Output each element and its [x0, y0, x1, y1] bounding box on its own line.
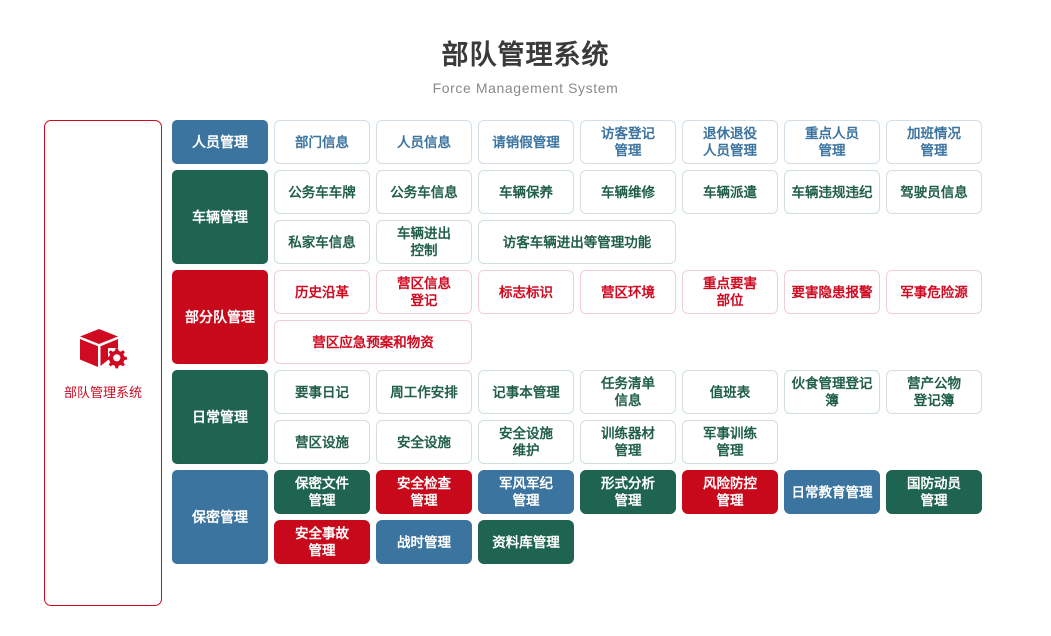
- module-button[interactable]: 安全检查 管理: [376, 470, 472, 514]
- module-button[interactable]: 任务清单 信息: [580, 370, 676, 414]
- module-button[interactable]: 营区信息 登记: [376, 270, 472, 314]
- module-button[interactable]: 营区设施: [274, 420, 370, 464]
- items-line: 营区应急预案和物资: [274, 320, 1051, 364]
- module-button[interactable]: 请销假管理: [478, 120, 574, 164]
- category-button[interactable]: 保密管理: [172, 470, 268, 564]
- items-line: 保密文件 管理安全检查 管理军风军纪 管理形式分析 管理风险防控 管理日常教育管…: [274, 470, 1051, 514]
- category-items: 公务车车牌公务车信息车辆保养车辆维修车辆派遣车辆违规违纪驾驶员信息私家车信息车辆…: [274, 170, 1051, 264]
- module-button[interactable]: 风险防控 管理: [682, 470, 778, 514]
- items-line: 历史沿革营区信息 登记标志标识营区环境重点要害 部位要害隐患报警军事危险源: [274, 270, 1051, 314]
- module-button[interactable]: 访客车辆进出等管理功能: [478, 220, 676, 264]
- module-button[interactable]: 资料库管理: [478, 520, 574, 564]
- category-button[interactable]: 日常管理: [172, 370, 268, 464]
- module-button[interactable]: 车辆进出 控制: [376, 220, 472, 264]
- module-button[interactable]: 退休退役 人员管理: [682, 120, 778, 164]
- page-header: 部队管理系统 Force Management System: [0, 0, 1051, 98]
- module-button[interactable]: 营区环境: [580, 270, 676, 314]
- items-line: 私家车信息车辆进出 控制访客车辆进出等管理功能: [274, 220, 1051, 264]
- category-items: 要事日记周工作安排记事本管理任务清单 信息值班表伙食管理登记簿营产公物 登记簿营…: [274, 370, 1051, 464]
- module-button[interactable]: 形式分析 管理: [580, 470, 676, 514]
- cube-gear-icon: [77, 326, 129, 374]
- module-button[interactable]: 车辆保养: [478, 170, 574, 214]
- module-button[interactable]: 车辆派遣: [682, 170, 778, 214]
- body-area: 部队管理系统 人员管理部门信息人员信息请销假管理访客登记 管理退休退役 人员管理…: [0, 98, 1051, 606]
- category-row: 人员管理部门信息人员信息请销假管理访客登记 管理退休退役 人员管理重点人员 管理…: [172, 120, 1051, 164]
- module-button[interactable]: 驾驶员信息: [886, 170, 982, 214]
- category-row: 车辆管理公务车车牌公务车信息车辆保养车辆维修车辆派遣车辆违规违纪驾驶员信息私家车…: [172, 170, 1051, 264]
- category-button[interactable]: 部分队管理: [172, 270, 268, 364]
- items-line: 安全事故 管理战时管理资料库管理: [274, 520, 1051, 564]
- module-button[interactable]: 公务车信息: [376, 170, 472, 214]
- module-button[interactable]: 军事危险源: [886, 270, 982, 314]
- module-button[interactable]: 值班表: [682, 370, 778, 414]
- module-button[interactable]: 部门信息: [274, 120, 370, 164]
- module-grid: 人员管理部门信息人员信息请销假管理访客登记 管理退休退役 人员管理重点人员 管理…: [172, 120, 1051, 564]
- items-line: 部门信息人员信息请销假管理访客登记 管理退休退役 人员管理重点人员 管理加班情况…: [274, 120, 1051, 164]
- category-items: 保密文件 管理安全检查 管理军风军纪 管理形式分析 管理风险防控 管理日常教育管…: [274, 470, 1051, 564]
- category-button[interactable]: 人员管理: [172, 120, 268, 164]
- sidebar[interactable]: 部队管理系统: [44, 120, 162, 606]
- module-button[interactable]: 安全设施: [376, 420, 472, 464]
- module-button[interactable]: 营区应急预案和物资: [274, 320, 472, 364]
- module-button[interactable]: 日常教育管理: [784, 470, 880, 514]
- module-button[interactable]: 国防动员 管理: [886, 470, 982, 514]
- category-items: 历史沿革营区信息 登记标志标识营区环境重点要害 部位要害隐患报警军事危险源营区应…: [274, 270, 1051, 364]
- module-button[interactable]: 加班情况 管理: [886, 120, 982, 164]
- module-button[interactable]: 战时管理: [376, 520, 472, 564]
- page-title: 部队管理系统: [441, 40, 610, 70]
- sidebar-label: 部队管理系统: [63, 384, 142, 400]
- module-button[interactable]: 要事日记: [274, 370, 370, 414]
- sidebar-brand: 部队管理系统: [64, 326, 142, 401]
- module-button[interactable]: 军风军纪 管理: [478, 470, 574, 514]
- module-button[interactable]: 车辆维修: [580, 170, 676, 214]
- module-button[interactable]: 安全设施 维护: [478, 420, 574, 464]
- items-line: 公务车车牌公务车信息车辆保养车辆维修车辆派遣车辆违规违纪驾驶员信息: [274, 170, 1051, 214]
- module-button[interactable]: 营产公物 登记簿: [886, 370, 982, 414]
- module-button[interactable]: 训练器材 管理: [580, 420, 676, 464]
- module-button[interactable]: 安全事故 管理: [274, 520, 370, 564]
- category-row: 保密管理保密文件 管理安全检查 管理军风军纪 管理形式分析 管理风险防控 管理日…: [172, 470, 1051, 564]
- module-button[interactable]: 重点人员 管理: [784, 120, 880, 164]
- module-button[interactable]: 记事本管理: [478, 370, 574, 414]
- module-button[interactable]: 访客登记 管理: [580, 120, 676, 164]
- module-button[interactable]: 军事训练 管理: [682, 420, 778, 464]
- module-button[interactable]: 私家车信息: [274, 220, 370, 264]
- module-button[interactable]: 历史沿革: [274, 270, 370, 314]
- module-button[interactable]: 人员信息: [376, 120, 472, 164]
- module-button[interactable]: 周工作安排: [376, 370, 472, 414]
- items-line: 要事日记周工作安排记事本管理任务清单 信息值班表伙食管理登记簿营产公物 登记簿: [274, 370, 1051, 414]
- page-subtitle: Force Management System: [432, 80, 619, 96]
- module-button[interactable]: 要害隐患报警: [784, 270, 880, 314]
- module-button[interactable]: 车辆违规违纪: [784, 170, 880, 214]
- module-button[interactable]: 伙食管理登记簿: [784, 370, 880, 414]
- category-items: 部门信息人员信息请销假管理访客登记 管理退休退役 人员管理重点人员 管理加班情况…: [274, 120, 1051, 164]
- category-row: 日常管理要事日记周工作安排记事本管理任务清单 信息值班表伙食管理登记簿营产公物 …: [172, 370, 1051, 464]
- items-line: 营区设施安全设施安全设施 维护训练器材 管理军事训练 管理: [274, 420, 1051, 464]
- category-row: 部分队管理历史沿革营区信息 登记标志标识营区环境重点要害 部位要害隐患报警军事危…: [172, 270, 1051, 364]
- module-button[interactable]: 重点要害 部位: [682, 270, 778, 314]
- category-button[interactable]: 车辆管理: [172, 170, 268, 264]
- module-button[interactable]: 标志标识: [478, 270, 574, 314]
- module-button[interactable]: 公务车车牌: [274, 170, 370, 214]
- module-button[interactable]: 保密文件 管理: [274, 470, 370, 514]
